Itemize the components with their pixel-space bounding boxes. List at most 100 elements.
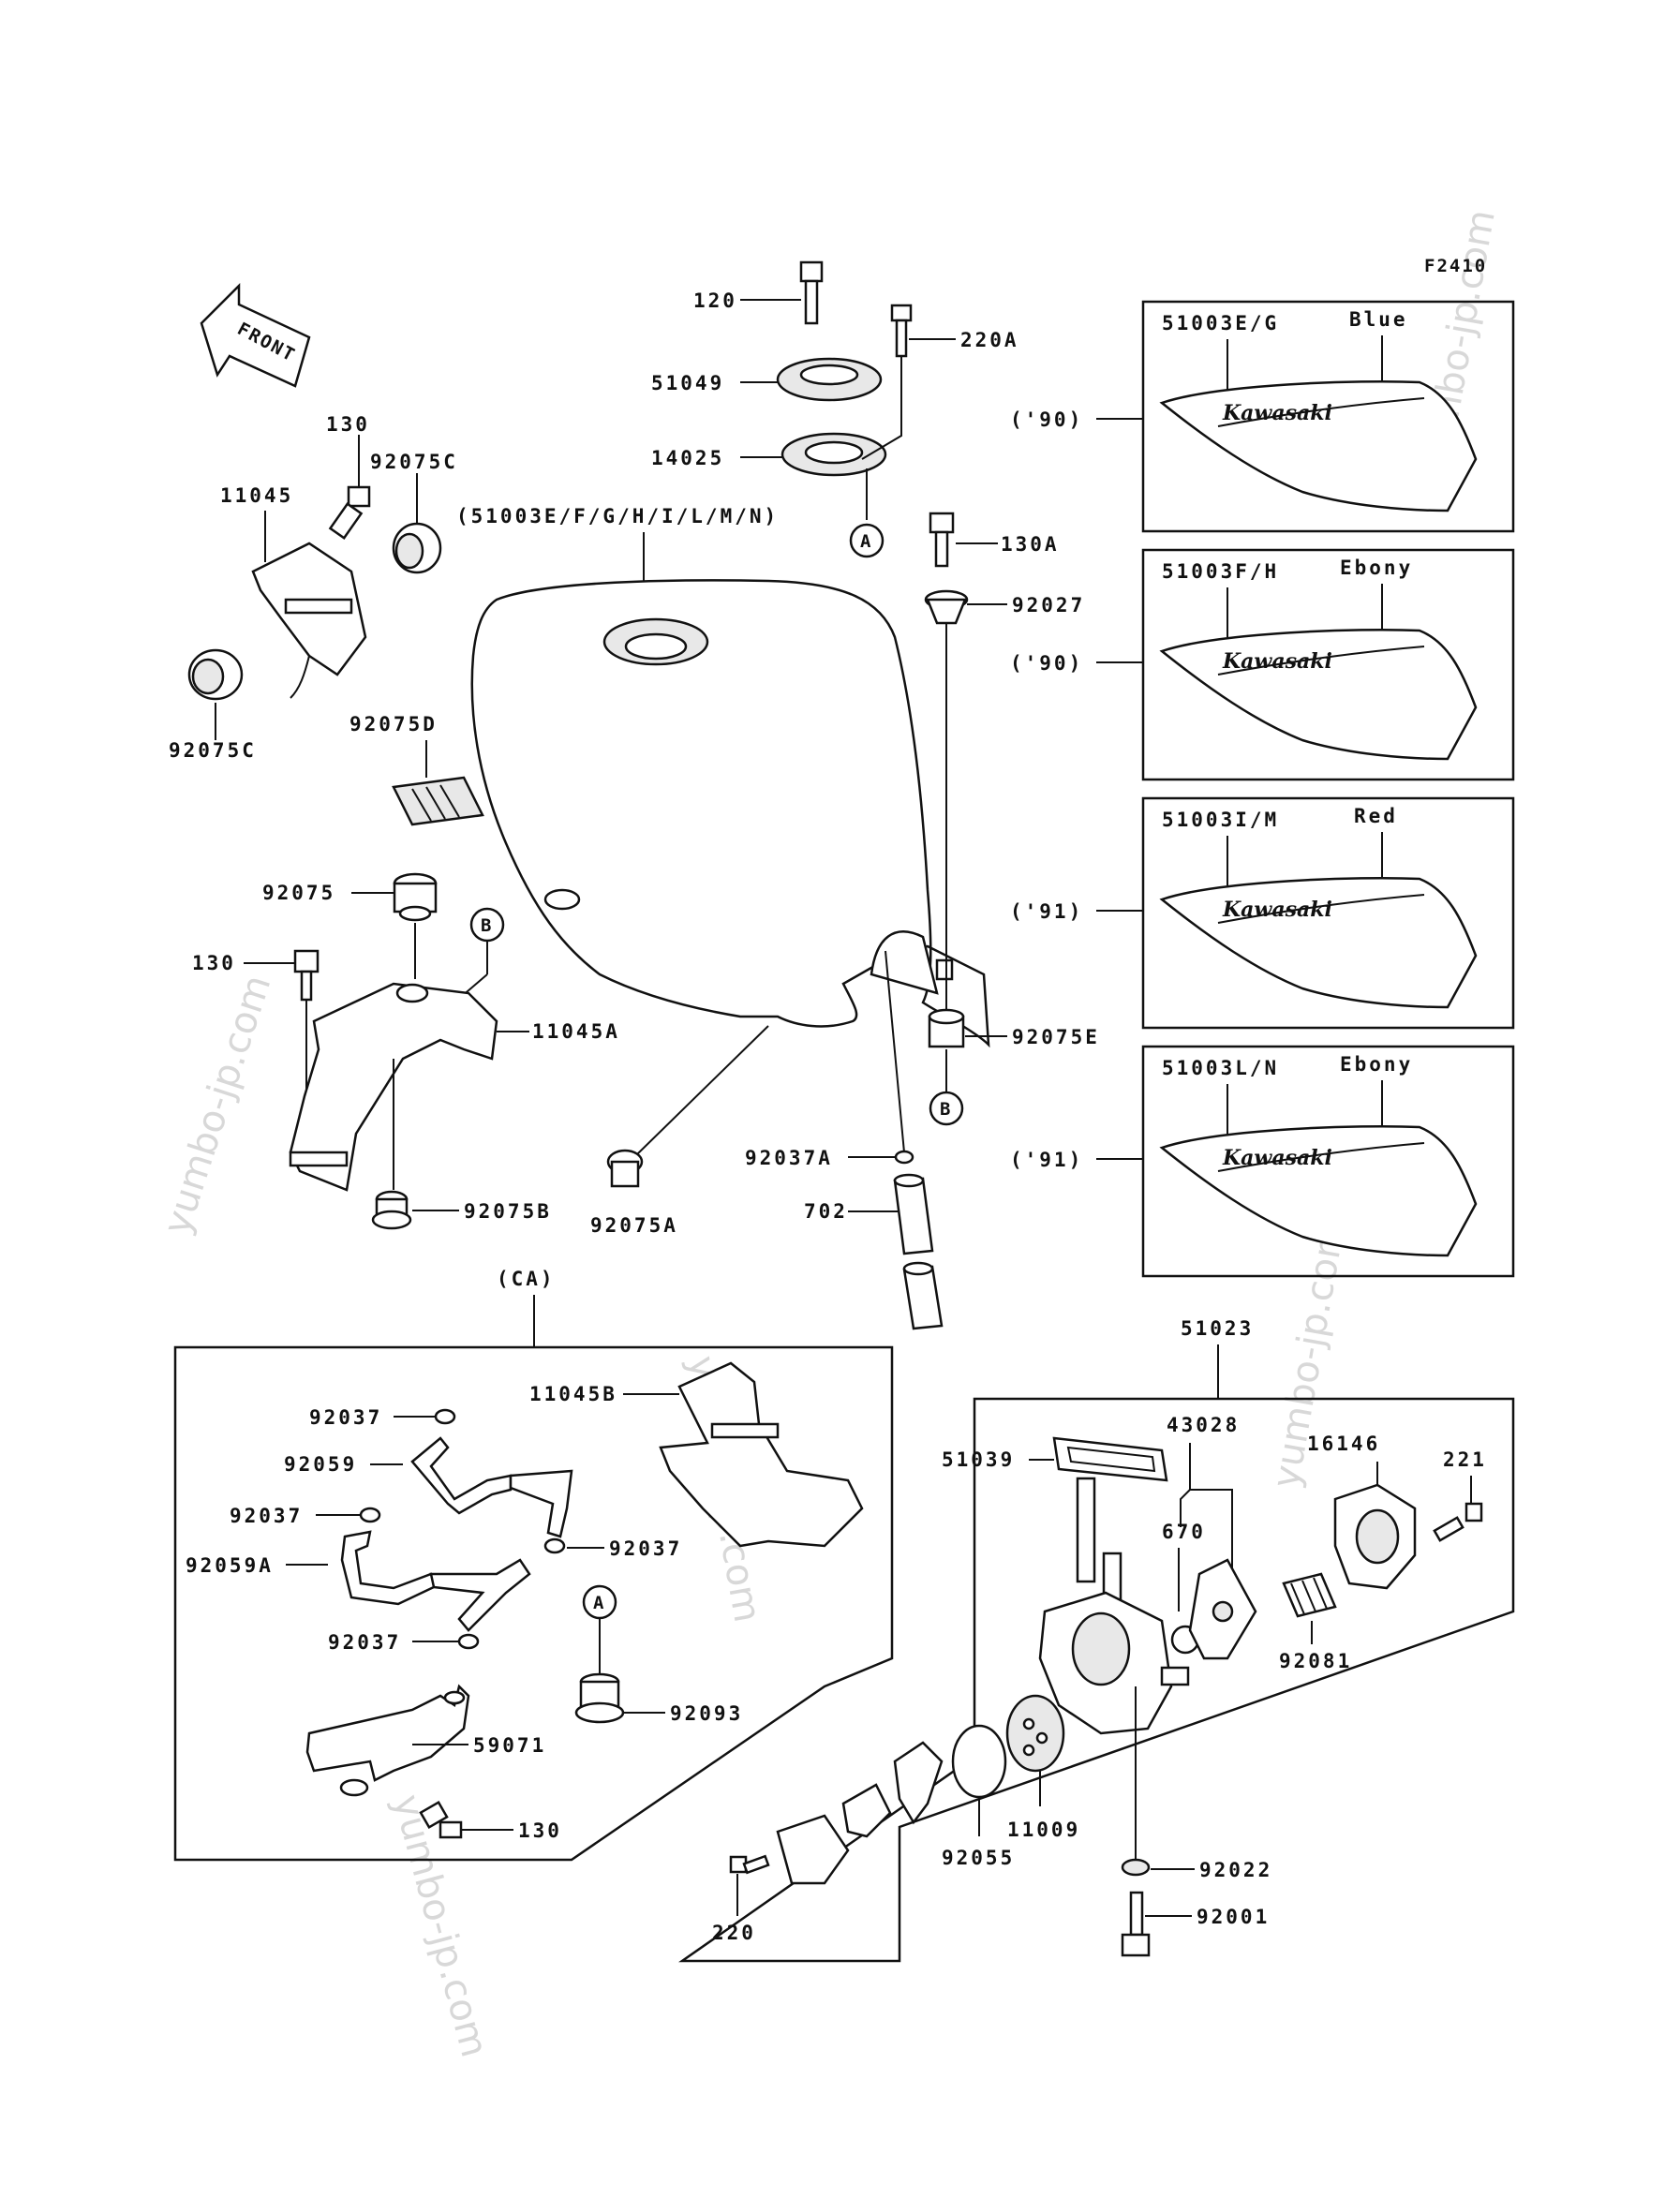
gasket-51039-icon (1052, 1436, 1168, 1482)
part-92081: 92081 (1279, 1650, 1352, 1672)
part-92075: 92075 (262, 882, 335, 904)
variant-color: Ebony (1340, 1053, 1413, 1076)
bracket-11045-icon (251, 542, 367, 699)
grommet-92075-icon (393, 872, 438, 922)
part-130-top: 130 (326, 413, 370, 436)
part-11045A: 11045A (532, 1020, 620, 1043)
part-51049: 51049 (651, 372, 724, 394)
part-92075D: 92075D (349, 713, 438, 735)
callout-b-top: B (481, 915, 493, 936)
rubber-92075E-icon (928, 1008, 965, 1048)
collar-92027-icon (924, 589, 969, 625)
screw-221-icon (1433, 1502, 1483, 1542)
bolt-220A-icon (890, 304, 913, 358)
part-11009: 11009 (1007, 1819, 1080, 1841)
grommet-92093-icon (574, 1672, 625, 1724)
bolt-130A-icon (929, 512, 955, 568)
bolt-120-icon (799, 260, 824, 325)
part-92037A: 92037A (745, 1147, 833, 1169)
watermark: yumbo-jp.com (156, 970, 280, 1240)
callout-a-ca: A (593, 1593, 605, 1613)
rubber-92075C-icon (392, 522, 442, 574)
variant-year: ('90) (1010, 408, 1083, 431)
variant-color: Ebony (1340, 557, 1413, 579)
bracket-11045B-icon (659, 1361, 864, 1548)
filter-11009-icon (1005, 1694, 1065, 1773)
front-arrow-icon: FRONT (200, 282, 311, 388)
screw-220-icon (729, 1854, 770, 1875)
cover-16146-icon (1333, 1483, 1417, 1590)
part-51023: 51023 (1181, 1317, 1254, 1340)
brand-logo: Kawasaki (1222, 649, 1332, 674)
part-43028: 43028 (1167, 1414, 1240, 1436)
part-92059: 92059 (284, 1453, 357, 1476)
callout-a: A (860, 531, 872, 552)
part-670: 670 (1162, 1521, 1206, 1543)
part-92075A: 92075A (590, 1214, 678, 1237)
petcock-body-icon (1038, 1477, 1190, 1735)
cover-plate-43028-icon (1188, 1558, 1257, 1660)
part-221: 221 (1443, 1448, 1487, 1471)
fuel-cap-51049-icon (776, 357, 883, 402)
bracket-11045A-icon (289, 982, 498, 1192)
variant-code: 51003F/H (1162, 560, 1279, 583)
hose-702-icon (893, 1173, 944, 1330)
clamp-icon (457, 1633, 480, 1650)
part-130A: 130A (1001, 533, 1060, 556)
gasket-icon (841, 1783, 892, 1838)
bolt-92001-icon (1121, 1891, 1151, 1957)
fuel-tank-icon (470, 579, 990, 1048)
figure-code: F2410 (1424, 256, 1487, 276)
variant-color: Blue (1349, 308, 1408, 331)
part-92059A: 92059A (186, 1554, 274, 1577)
washer-92022-icon (1121, 1858, 1151, 1877)
rubber-92075C-bottom-icon (187, 648, 244, 701)
grommet-92075B-icon (371, 1190, 412, 1230)
part-92022: 92022 (1199, 1859, 1272, 1881)
part-16146: 16146 (1307, 1433, 1380, 1455)
clamp-icon (359, 1507, 381, 1523)
part-92075B: 92075B (464, 1200, 552, 1223)
clamp-icon (434, 1408, 456, 1425)
o-ring-92055-icon (951, 1724, 1007, 1799)
variant-year: ('91) (1010, 1149, 1083, 1171)
bolt-130-mid-icon (293, 949, 320, 1002)
callout-b-right: B (940, 1099, 952, 1120)
variant-year: ('90) (1010, 652, 1083, 675)
hose-92059A-icon (340, 1530, 531, 1632)
bracket-59071-icon (305, 1684, 470, 1797)
part-92093: 92093 (670, 1702, 743, 1725)
part-702: 702 (804, 1200, 848, 1223)
variant-box-4: 51003L/N Ebony Kawasaki ('91) (1010, 1045, 1515, 1278)
gasket-14025-icon (781, 432, 887, 477)
brand-logo: Kawasaki (1222, 401, 1332, 425)
variant-box-2: 51003F/H Ebony Kawasaki ('90) (1010, 548, 1515, 781)
damper-92075A-icon (606, 1149, 644, 1188)
part-11045: 11045 (220, 484, 293, 507)
part-51039: 51039 (942, 1448, 1015, 1471)
variant-box-1: 51003E/G Blue Kawasaki ('90) (1010, 300, 1515, 533)
part-92037-2: 92037 (230, 1505, 303, 1527)
part-92037-3: 92037 (609, 1537, 682, 1560)
part-14025: 14025 (651, 447, 724, 469)
callout-a-circle (849, 523, 885, 558)
part-92075C-bottom: 92075C (169, 739, 257, 762)
brand-logo: Kawasaki (1222, 1146, 1332, 1170)
part-59071: 59071 (473, 1734, 546, 1757)
variant-code: 51003E/G (1162, 312, 1279, 334)
part-92037-1: 92037 (309, 1406, 382, 1429)
part-92027: 92027 (1012, 594, 1085, 616)
part-130-mid: 130 (192, 952, 236, 974)
callout-b-circle-right (929, 1091, 964, 1126)
variant-code: 51003I/M (1162, 809, 1279, 831)
part-92055: 92055 (942, 1847, 1015, 1869)
spring-92081-icon (1282, 1572, 1337, 1618)
bolt-130-icon (328, 485, 371, 541)
variant-box-3: 51003I/M Red Kawasaki ('91) (1010, 796, 1515, 1030)
hose-92059-icon (410, 1436, 573, 1538)
brand-logo: Kawasaki (1222, 898, 1332, 922)
lever-icon (893, 1741, 944, 1825)
ca-label: (CA) (497, 1268, 556, 1290)
part-92075C-top: 92075C (370, 451, 458, 473)
